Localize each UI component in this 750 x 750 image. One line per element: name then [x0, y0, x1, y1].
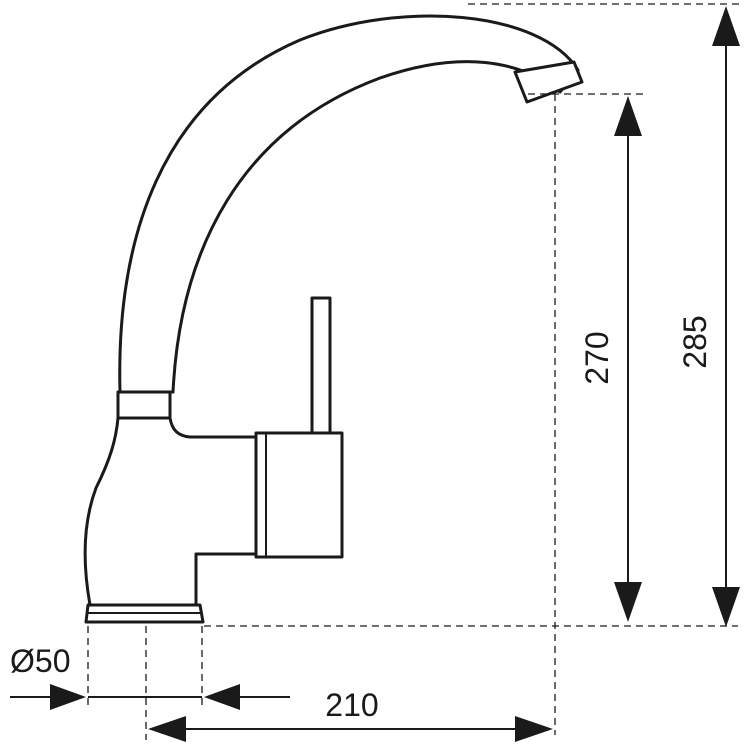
spout	[118, 14, 580, 394]
dimension-210: 210	[148, 687, 553, 742]
dimension-285: 285	[677, 6, 740, 627]
faucet-body	[83, 14, 584, 624]
lever-handle	[310, 296, 332, 435]
extension-lines	[87, 3, 740, 740]
dimension-210-label: 210	[325, 687, 378, 723]
aerator	[513, 60, 584, 104]
dimension-270-label: 270	[579, 331, 615, 384]
dimension-diameter-50: Ø50	[10, 643, 290, 710]
dimension-diameter-label: Ø50	[10, 643, 70, 679]
main-body	[83, 416, 264, 607]
swivel-ring	[116, 390, 172, 420]
dimension-270: 270	[579, 96, 642, 622]
dimension-285-label: 285	[677, 315, 713, 368]
cartridge-housing	[254, 431, 344, 559]
